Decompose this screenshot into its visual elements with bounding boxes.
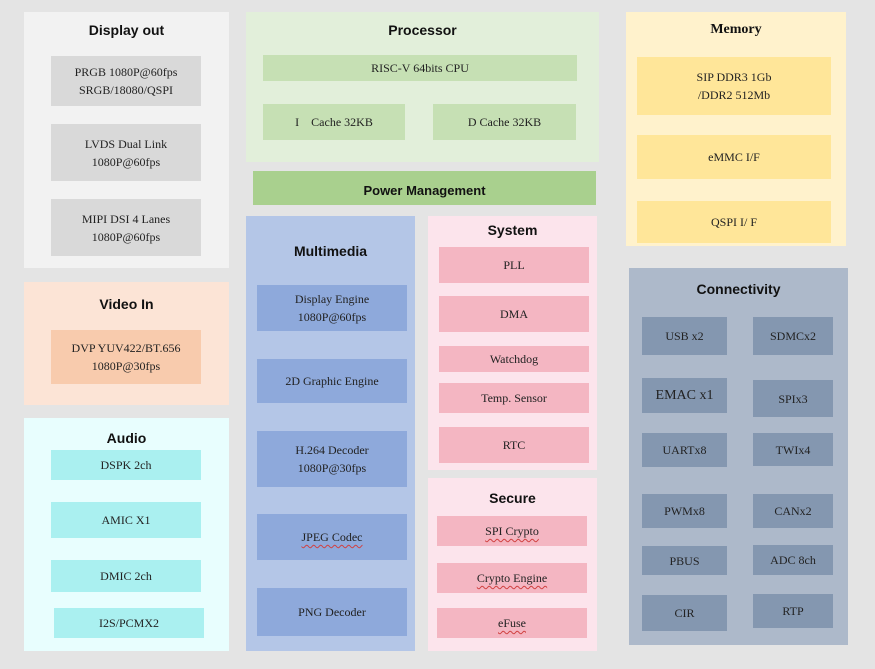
rtc-block: RTC (439, 427, 589, 463)
pwm-block: PWMx8 (642, 494, 727, 528)
emac-block: EMAC x1 (642, 378, 727, 413)
pll-block: PLL (439, 247, 589, 283)
jpeg-codec-label: JPEG Codec (301, 530, 363, 544)
usb-block: USB x2 (642, 317, 727, 355)
audio-panel: Audio DSPK 2ch AMIC X1 DMIC 2ch I2S/PCMX… (24, 418, 229, 651)
spi-crypto-label: SPI Crypto (485, 524, 539, 538)
display-out-prgb-block: PRGB 1080P@60fps SRGB/18080/QSPI (51, 56, 201, 106)
cpu-block: RISC-V 64bits CPU (263, 55, 577, 81)
amic-block: AMIC X1 (51, 502, 201, 538)
audio-title: Audio (106, 430, 147, 446)
secure-title: Secure (489, 490, 536, 506)
power-management-title: Power Management (363, 183, 486, 198)
efuse-label: eFuse (498, 616, 526, 630)
memory-panel: Memory SIP DDR3 1Gb /DDR2 512Mb eMMC I/F… (626, 12, 846, 246)
system-title: System (487, 222, 538, 238)
display-out-title: Display out (88, 22, 165, 38)
sdmc-block: SDMCx2 (753, 317, 833, 355)
png-decoder-block: PNG Decoder (257, 588, 407, 636)
icache-block: I Cache 32KB (263, 104, 405, 140)
display-out-lvds-block: LVDS Dual Link 1080P@60fps (51, 124, 201, 181)
pbus-block: PBUS (642, 546, 727, 575)
crypto-engine-block: Crypto Engine (437, 563, 587, 593)
qspi-block: QSPI I/ F (637, 201, 831, 243)
dvp-block: DVP YUV422/BT.656 1080P@30fps (51, 330, 201, 384)
memory-title: Memory (710, 22, 762, 37)
uart-block: UARTx8 (642, 433, 727, 467)
video-in-panel: Video In DVP YUV422/BT.656 1080P@30fps (24, 282, 229, 405)
display-out-panel: Display out PRGB 1080P@60fps SRGB/18080/… (24, 12, 229, 268)
emmc-block: eMMC I/F (637, 135, 831, 179)
system-panel: System PLL DMA Watchdog Temp. Sensor RTC (428, 216, 597, 470)
adc-block: ADC 8ch (753, 545, 833, 575)
connectivity-title: Connectivity (696, 281, 781, 297)
jpeg-codec-block: JPEG Codec (257, 514, 407, 560)
crypto-engine-label: Crypto Engine (476, 571, 548, 585)
power-management-bar: Power Management (253, 171, 596, 205)
twi-block: TWIx4 (753, 433, 833, 466)
secure-panel: Secure SPI Crypto Crypto Engine eFuse (428, 478, 597, 651)
can-block: CANx2 (753, 494, 833, 528)
display-engine-block: Display Engine 1080P@60fps (257, 285, 407, 331)
watchdog-block: Watchdog (439, 346, 589, 372)
spi-crypto-block: SPI Crypto (437, 516, 587, 546)
rtp-block: RTP (753, 594, 833, 628)
h264-decoder-block: H.264 Decoder 1080P@30fps (257, 431, 407, 487)
sip-ddr-block: SIP DDR3 1Gb /DDR2 512Mb (637, 57, 831, 115)
efuse-block: eFuse (437, 608, 587, 638)
cir-block: CIR (642, 595, 727, 631)
processor-title: Processor (388, 22, 457, 38)
connectivity-panel: Connectivity USB x2 SDMCx2 EMAC x1 SPIx3… (629, 268, 848, 645)
spi-block: SPIx3 (753, 380, 833, 417)
display-out-mipi-block: MIPI DSI 4 Lanes 1080P@60fps (51, 199, 201, 256)
dspk-block: DSPK 2ch (51, 450, 201, 480)
2d-graphic-engine-block: 2D Graphic Engine (257, 359, 407, 403)
dma-block: DMA (439, 296, 589, 332)
i2s-pcm-block: I2S/PCMX2 (54, 608, 204, 638)
processor-panel: Processor RISC-V 64bits CPU I Cache 32KB… (246, 12, 599, 162)
multimedia-title: Multimedia (293, 243, 368, 259)
video-in-title: Video In (99, 296, 154, 312)
dcache-block: D Cache 32KB (433, 104, 576, 140)
multimedia-panel: Multimedia Display Engine 1080P@60fps 2D… (246, 216, 415, 651)
dmic-block: DMIC 2ch (51, 560, 201, 592)
temp-sensor-block: Temp. Sensor (439, 383, 589, 413)
